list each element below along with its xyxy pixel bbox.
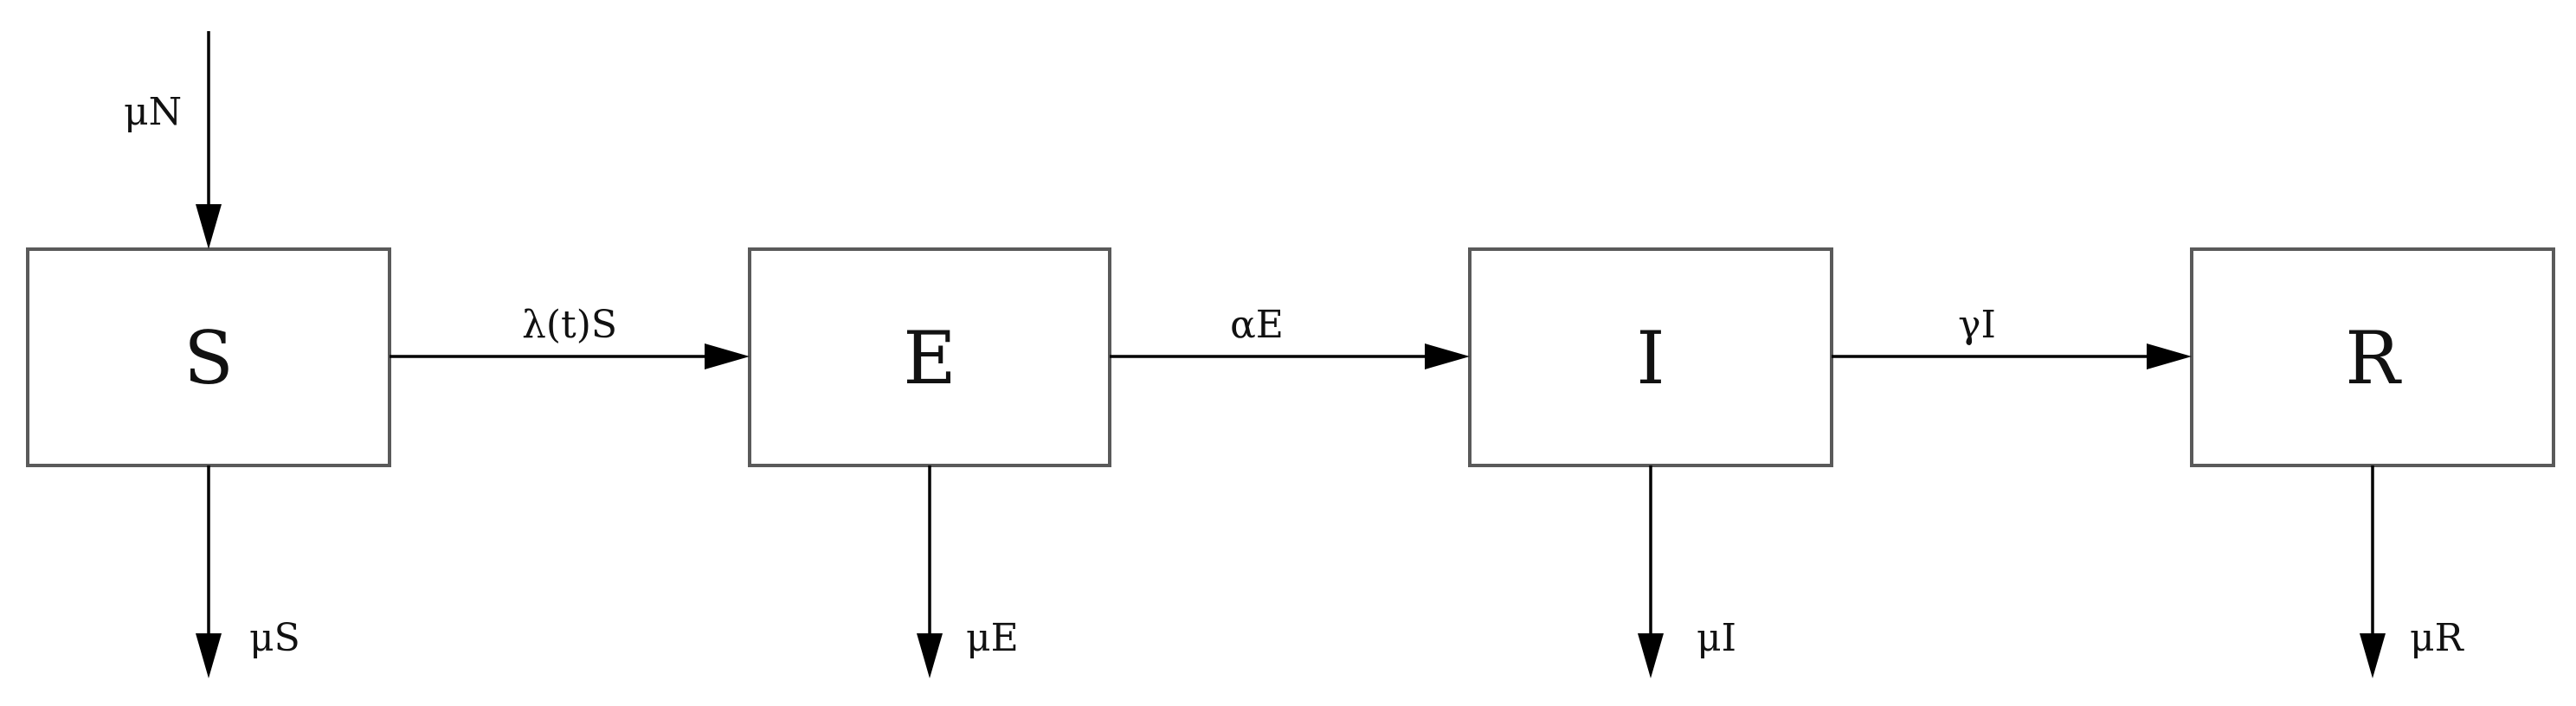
i-to-r-head — [2147, 343, 2192, 369]
death-i-arrow — [1638, 465, 1664, 678]
death-i-head — [1638, 633, 1664, 678]
compartment-i-label: I — [1636, 316, 1665, 401]
death-e-label: μE — [966, 616, 1019, 660]
i-to-r-label: γI — [1958, 303, 1996, 347]
death-s-arrow — [196, 465, 222, 678]
i-to-r-arrow — [1832, 343, 2192, 369]
compartment-r: R — [2190, 247, 2555, 467]
death-r-arrow — [2360, 465, 2386, 678]
death-e-arrow — [917, 465, 943, 678]
e-to-i-arrow — [1110, 343, 1470, 369]
compartment-r-label: R — [2345, 316, 2402, 401]
death-e-head — [917, 633, 943, 678]
e-to-i-head — [1425, 343, 1470, 369]
compartment-e-label: E — [903, 316, 956, 401]
death-s-label: μS — [249, 616, 300, 660]
death-i-label: μI — [1697, 616, 1736, 660]
birth-arrow-head — [196, 204, 222, 249]
s-to-e-label: λ(t)S — [522, 303, 617, 347]
death-r-label: μR — [2410, 616, 2465, 660]
s-to-e-arrow — [390, 343, 750, 369]
death-s-head — [196, 633, 222, 678]
compartment-i-box — [1468, 247, 1833, 467]
e-to-i-label: αE — [1230, 303, 1284, 347]
compartment-e: E — [748, 247, 1111, 467]
s-to-e-head — [705, 343, 750, 369]
compartment-i: I — [1468, 247, 1833, 467]
compartment-s-box — [26, 247, 391, 467]
death-r-head — [2360, 633, 2386, 678]
compartment-r-box — [2190, 247, 2555, 467]
birth-label: μN — [124, 90, 182, 134]
compartment-s-label: S — [184, 316, 234, 401]
birth-arrow — [196, 31, 222, 249]
compartment-s: S — [26, 247, 391, 467]
compartment-e-box — [748, 247, 1111, 467]
